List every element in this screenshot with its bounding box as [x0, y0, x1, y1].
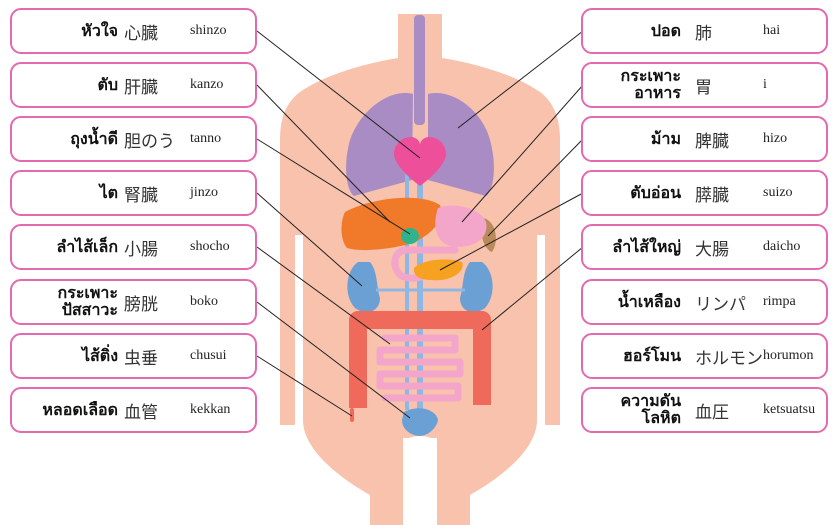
organ-label-box: หัวใจ心臓 shinzo — [10, 8, 257, 54]
organ-label-box: กระเพาะปัสสาวะ膀胱 boko — [10, 279, 257, 325]
japanese-label: 脾臓 — [695, 118, 729, 160]
japanese-label: 血管 — [124, 389, 158, 431]
romaji-label: shinzo — [190, 10, 227, 52]
organ-label-box: ลำไส้เล็ก小腸 shocho — [10, 224, 257, 270]
organ-label-box: ตับ肝臓 kanzo — [10, 62, 257, 108]
japanese-label: 膵臓 — [695, 172, 729, 214]
thai-label: น้ำเหลือง — [587, 281, 681, 323]
japanese-label: 腎臓 — [124, 172, 158, 214]
thai-label: ลำไส้เล็ก — [16, 226, 118, 268]
organ-label-box: ความดันโลหิต 血圧 ketsuatsu — [581, 387, 828, 433]
trachea — [414, 15, 425, 125]
japanese-label: 胆のう — [124, 118, 175, 160]
japanese-label: 血圧 — [695, 389, 729, 431]
organ-label-box: ม้าม 脾臓 hizo — [581, 116, 828, 162]
romaji-label: hai — [763, 10, 780, 52]
thai-label: ตับอ่อน — [587, 172, 681, 214]
japanese-label: 大腸 — [695, 226, 729, 268]
organ-label-box: หลอดเลือด血管 kekkan — [10, 387, 257, 433]
thai-label: ตับ — [16, 64, 118, 106]
thai-label: ไส้ติ่ง — [16, 335, 118, 377]
romaji-label: i — [763, 64, 767, 106]
organ-label-box: ไส้ติ่ง虫垂 chusui — [10, 333, 257, 379]
romaji-label: daicho — [763, 226, 800, 268]
romaji-label: kanzo — [190, 64, 223, 106]
romaji-label: hizo — [763, 118, 787, 160]
organ-label-box: ไต腎臓 jinzo — [10, 170, 257, 216]
japanese-label: 肺 — [695, 10, 712, 52]
organ-label-box: กระเพาะอาหาร 胃 i — [581, 62, 828, 108]
leg-gap — [403, 438, 437, 525]
japanese-label: 膀胱 — [124, 281, 158, 323]
romaji-label: suizo — [763, 172, 793, 214]
organ-label-box: ถุงน้ำดี胆のう tanno — [10, 116, 257, 162]
organ-label-box: ตับอ่อน 膵臓 suizo — [581, 170, 828, 216]
organ-label-box: ปอด 肺 hai — [581, 8, 828, 54]
japanese-label: リンパ — [695, 281, 746, 323]
thai-label: ไต — [16, 172, 118, 214]
thai-label: ลำไส้ใหญ่ — [587, 226, 681, 268]
romaji-label: ketsuatsu — [763, 389, 815, 431]
organ-label-box: ลำไส้ใหญ่ 大腸 daicho — [581, 224, 828, 270]
thai-label: หัวใจ — [16, 10, 118, 52]
romaji-label: rimpa — [763, 281, 796, 323]
thai-label: กระเพาะอาหาร — [587, 64, 681, 106]
japanese-label: ホルモン — [695, 335, 763, 377]
romaji-label: kekkan — [190, 389, 230, 431]
japanese-label: 胃 — [695, 64, 712, 106]
romaji-label: shocho — [190, 226, 230, 268]
thai-label: ปอด — [587, 10, 681, 52]
japanese-label: 心臓 — [124, 10, 158, 52]
japanese-label: 小腸 — [124, 226, 158, 268]
romaji-label: jinzo — [190, 172, 218, 214]
thai-label: ความดันโลหิต — [587, 389, 681, 431]
romaji-label: boko — [190, 281, 218, 323]
organ-label-box: น้ำเหลือง リンパ rimpa — [581, 279, 828, 325]
romaji-label: tanno — [190, 118, 221, 160]
romaji-label: chusui — [190, 335, 227, 377]
thai-label: ถุงน้ำดี — [16, 118, 118, 160]
thai-label: ม้าม — [587, 118, 681, 160]
japanese-label: 肝臓 — [124, 64, 158, 106]
japanese-label: 虫垂 — [124, 335, 158, 377]
thai-label: ฮอร์โมน — [587, 335, 681, 377]
romaji-label: horumon — [763, 335, 814, 377]
thai-label: กระเพาะปัสสาวะ — [16, 281, 118, 323]
thai-label: หลอดเลือด — [16, 389, 118, 431]
